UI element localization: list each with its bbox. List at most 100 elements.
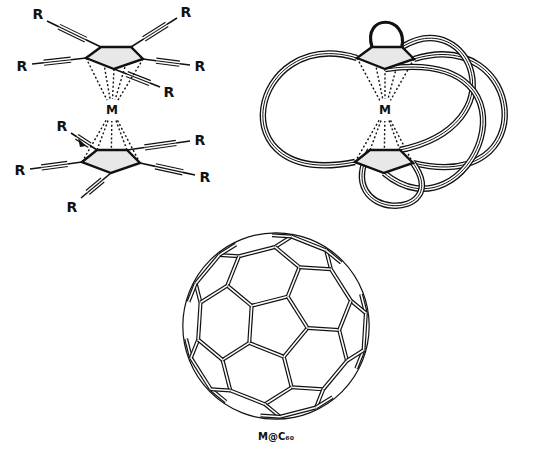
double-bond-gap	[239, 247, 275, 256]
double-bond-gap	[288, 267, 300, 296]
substituent-label: R	[200, 170, 211, 184]
double-bond-gap	[284, 357, 292, 388]
triple-bond	[59, 27, 86, 40]
single-bond	[32, 63, 44, 64]
double-bond-gap	[275, 247, 299, 267]
substituent-label: R	[195, 133, 206, 147]
double-bond-gap	[347, 350, 364, 360]
single-bond	[114, 69, 127, 74]
substituent-label: R	[17, 59, 28, 73]
double-bond	[326, 250, 341, 262]
double-bond-gap	[198, 340, 222, 360]
arrow-mark	[78, 138, 86, 147]
double-bond-gap	[351, 301, 366, 313]
double-bond-gap	[288, 297, 308, 328]
triple-bond	[156, 63, 180, 66]
double-bond	[284, 357, 292, 388]
triple-bond	[144, 24, 167, 39]
double-bond-gap	[191, 340, 198, 358]
double-bond	[299, 267, 331, 269]
double-bond	[196, 255, 220, 284]
double-bond-gap	[227, 256, 239, 285]
substituent-label: R	[15, 163, 26, 177]
double-bond	[188, 284, 195, 302]
double-bond	[211, 389, 231, 390]
triple-bond	[41, 161, 67, 165]
single-bond	[143, 59, 156, 61]
double-bond	[223, 343, 250, 360]
triple-bond	[145, 27, 168, 42]
double-bond-gap	[284, 328, 308, 357]
double-bond	[230, 391, 265, 405]
metal-label: M	[104, 103, 120, 117]
triple-bond	[88, 180, 103, 193]
double-bond	[308, 328, 340, 330]
alkyne-chain-core	[413, 54, 505, 167]
single-bond	[90, 145, 97, 150]
triple-bond	[89, 182, 104, 195]
double-bond-gap	[326, 250, 341, 262]
double-bond-gap	[265, 387, 292, 404]
single-bond	[71, 133, 77, 137]
substituent-label: R	[195, 59, 206, 73]
double-bond	[191, 340, 198, 358]
double-bond-gap	[323, 361, 347, 390]
double-bond-gap	[252, 297, 288, 306]
coordination-bond	[384, 69, 385, 99]
double-bond-gap	[223, 343, 250, 360]
double-bond-gap	[280, 408, 316, 417]
single-bond	[81, 193, 88, 199]
double-bond	[252, 297, 288, 306]
alkyne-chain-core	[263, 54, 357, 166]
double-bond	[364, 313, 366, 350]
double-bond-gap	[260, 415, 280, 416]
single-bond	[47, 21, 59, 27]
double-bond	[219, 244, 236, 254]
double-bond	[198, 303, 200, 340]
double-bond	[316, 397, 333, 407]
triple-bond	[145, 146, 177, 151]
double-bond-gap	[292, 387, 324, 389]
double-bond	[347, 350, 364, 360]
alkyne-chain-gap	[384, 67, 483, 189]
alkyne-chain-core	[384, 67, 483, 189]
metal-label: M	[377, 103, 393, 117]
figure-caption: M@C₆₀	[258, 432, 294, 442]
double-bond	[331, 269, 351, 300]
double-bond	[351, 301, 366, 313]
triple-bond	[142, 22, 165, 36]
triple-bond	[126, 76, 149, 85]
substituent-label: R	[181, 5, 192, 19]
single-bond	[183, 172, 195, 175]
cp-ring	[355, 150, 413, 173]
double-bond	[292, 237, 327, 251]
single-bond	[180, 64, 190, 65]
double-bond-gap	[331, 269, 351, 300]
coordination-bond	[389, 120, 400, 150]
double-bond	[323, 361, 347, 390]
double-bond	[284, 328, 308, 357]
triple-bond	[60, 24, 87, 37]
triple-bond	[155, 169, 183, 175]
double-bond	[339, 301, 351, 330]
double-bond-gap	[223, 360, 231, 391]
cp-ring	[82, 150, 140, 173]
double-bond	[280, 408, 316, 417]
cp-ring	[86, 47, 143, 69]
double-bond-gap	[316, 397, 333, 407]
double-bond	[227, 286, 251, 306]
alkyne-chain	[384, 67, 483, 189]
fullerene	[183, 233, 369, 419]
single-bond	[167, 18, 177, 24]
double-bond-gap	[227, 286, 251, 306]
double-bond	[265, 387, 292, 404]
double-bond-gap	[249, 343, 284, 357]
coordination-bond	[116, 120, 127, 150]
double-bond	[191, 358, 211, 389]
double-bond-gap	[211, 389, 231, 390]
double-bond	[227, 256, 239, 285]
substituent-label: R	[164, 85, 175, 99]
single-bond	[131, 39, 144, 47]
